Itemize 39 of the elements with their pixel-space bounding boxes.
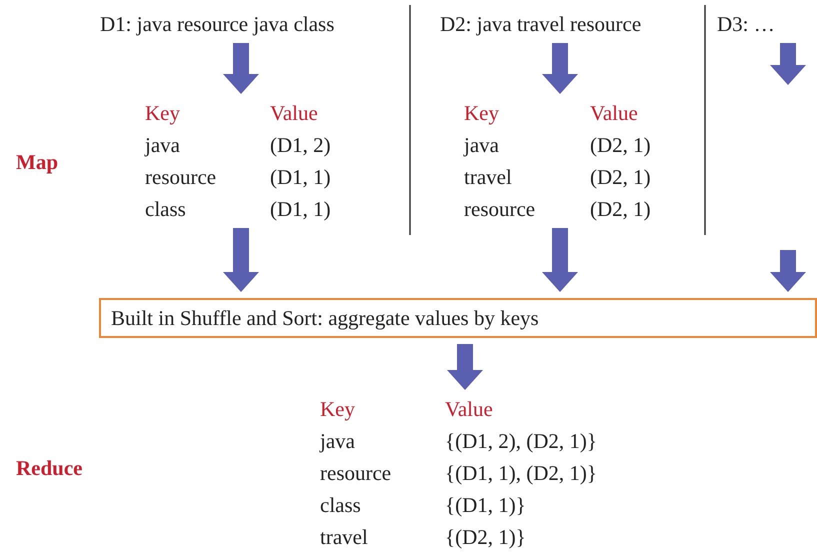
table-cell-text: java (464, 132, 500, 158)
stage-label: Reduce (16, 456, 82, 481)
table-cell-text: {(D2, 1)} (445, 524, 527, 550)
block-arrow (542, 43, 578, 94)
table-cell: (D2, 1) (590, 132, 651, 158)
block-arrow (542, 228, 578, 292)
table-cell: {(D1, 2), (D2, 1)} (445, 428, 597, 454)
table-cell-text: java (320, 428, 356, 454)
column-header: Value (445, 396, 494, 422)
stage-label: Map (16, 150, 58, 175)
column-header: Value (270, 100, 319, 126)
document-text: D1: java resource java class (100, 12, 334, 37)
table-cell-text: travel (320, 524, 369, 550)
table-cell-text: resource (145, 164, 218, 190)
table-cell: {(D1, 1), (D2, 1)} (445, 460, 597, 486)
block-arrow (770, 250, 806, 292)
block-arrow (223, 43, 259, 94)
table-cell-text: travel (464, 164, 513, 190)
column-header: Key (145, 100, 181, 126)
table-cell-text: class (145, 196, 187, 222)
column-header: Key (464, 100, 500, 126)
table-cell-text: class (320, 492, 362, 518)
block-arrow (447, 344, 483, 390)
document-text: D2: java travel resource (440, 12, 642, 37)
table-cell: (D1, 1) (270, 164, 331, 190)
column-header: Value (590, 100, 639, 126)
table-cell-text: resource (320, 460, 392, 486)
block-arrow (770, 43, 806, 85)
table-cell-text: resource (464, 196, 536, 222)
table-cell: (D1, 2) (270, 132, 331, 158)
block-arrow (223, 228, 259, 292)
table-cell: (D2, 1) (590, 196, 651, 222)
table-cell: (D2, 1) (590, 164, 651, 190)
table-cell-text: {(D1, 1)} (445, 492, 527, 518)
process-box: Built in Shuffle and Sort: aggregate values by keys (99, 298, 817, 338)
table-cell: (D1, 1) (270, 196, 331, 222)
column-header: Key (320, 396, 356, 422)
table-cell-text: java (145, 132, 181, 158)
document-text: D3: … (717, 12, 775, 37)
